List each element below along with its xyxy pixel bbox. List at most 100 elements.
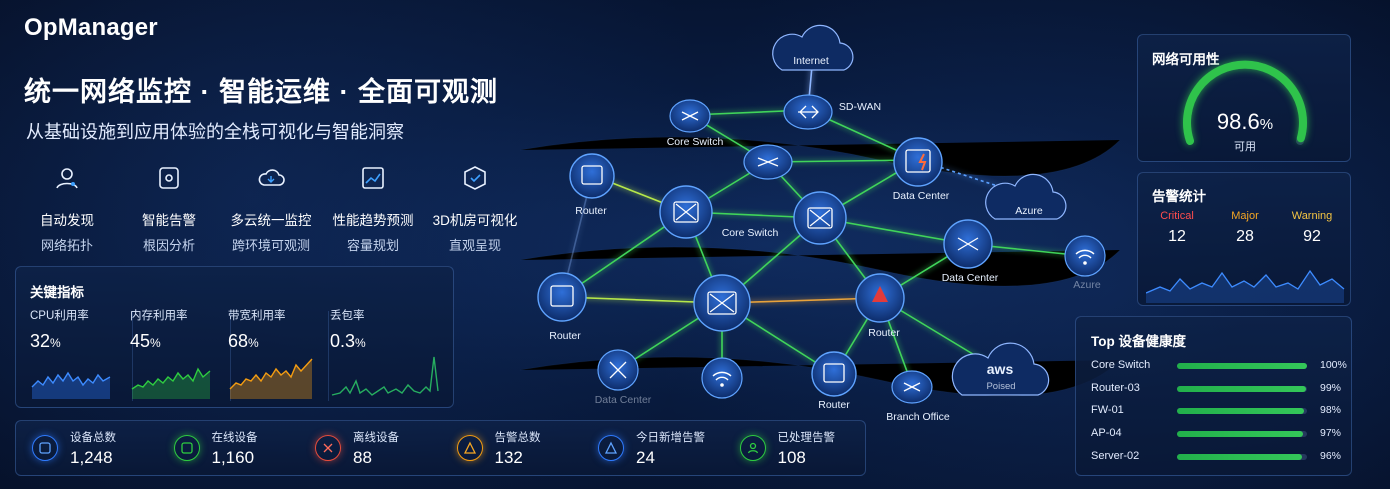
trend-chart-icon	[362, 167, 384, 189]
health-device-name: Router-03	[1091, 382, 1140, 394]
firewall-router-icon[interactable]	[855, 273, 905, 323]
health-percent: 97%	[1320, 427, 1342, 439]
stat-value: 88	[353, 447, 372, 467]
subheadline: 从基础设施到应用体验的全栈可视化与智能洞察	[26, 122, 404, 142]
branch-office-icon[interactable]	[891, 370, 933, 404]
feature-trend: 性能趋势预测 容量规划	[322, 162, 424, 254]
user-scan-icon	[56, 168, 78, 189]
wifi-ap-icon[interactable]	[1064, 235, 1106, 277]
azure-cloud-icon[interactable]	[985, 173, 1067, 220]
core-switch-icon[interactable]	[659, 185, 713, 239]
core-switch-icon[interactable]	[669, 99, 711, 133]
kpi-label: 带宽利用率	[228, 310, 286, 322]
health-row: Router-03 99%	[1091, 382, 1341, 396]
router-icon[interactable]	[569, 153, 615, 199]
stat-offline-devices: 离线设备 88	[315, 429, 441, 468]
node-label-azure-faded: Azure	[1073, 279, 1101, 291]
health-bar	[1177, 363, 1307, 369]
node-label-core-switch: Core Switch	[666, 136, 724, 148]
internet-cloud-icon[interactable]	[772, 24, 854, 71]
feature-subtitle: 根因分析	[142, 238, 195, 253]
feature-title: 智能告警	[142, 213, 196, 228]
node-label-branch-office: Branch Office	[886, 411, 950, 423]
feature-subtitle: 直观呈现	[448, 238, 501, 253]
sdwan-router-icon[interactable]	[783, 94, 833, 130]
stat-label: 今日新增告警	[636, 431, 705, 444]
alarm-trend-sparkline	[1146, 269, 1345, 303]
alarm-major: Major 28	[1214, 210, 1276, 246]
stat-label: 告警总数	[494, 431, 541, 444]
health-device-name: Server-02	[1091, 450, 1140, 462]
node-label-router: Router	[818, 399, 850, 411]
alarm-critical: Critical 12	[1146, 210, 1208, 246]
node-label-router: Router	[549, 330, 581, 342]
switch-icon[interactable]	[597, 349, 639, 391]
node-label-azure: Azure	[1015, 205, 1043, 217]
kpi-label: 内存利用率	[130, 310, 188, 322]
kpi-value: 32%	[30, 331, 61, 351]
health-row: AP-04 97%	[1091, 427, 1341, 441]
router-icon[interactable]	[537, 272, 587, 322]
router-icon[interactable]	[811, 351, 857, 397]
health-device-name: Core Switch	[1091, 359, 1151, 371]
stat-label: 设备总数	[70, 431, 116, 444]
kpi-sparkline	[229, 358, 313, 399]
feature-title: 多云统一监控	[230, 213, 312, 228]
switch-icon[interactable]	[743, 144, 793, 180]
stat-value: 132	[494, 447, 523, 467]
device-icon	[32, 435, 58, 461]
aws-cloud-icon[interactable]	[951, 342, 1050, 396]
kpi-value: 0.3%	[330, 331, 366, 351]
kpi-label: CPU利用率	[30, 310, 89, 322]
node-label-router: Router	[868, 327, 900, 339]
health-panel: Top 设备健康度 Core Switch 100% Router-03 99%…	[1075, 316, 1352, 476]
feature-subtitle: 网络拓扑	[40, 238, 93, 253]
node-label-aws-sub: Poised	[986, 381, 1016, 392]
health-bar	[1177, 454, 1302, 460]
new-alarm-icon	[598, 435, 624, 461]
alarm-label: Major	[1231, 210, 1259, 222]
kpi-value: 68%	[228, 331, 259, 351]
data-center-icon[interactable]	[893, 137, 943, 187]
kpi-sparkline	[31, 371, 111, 399]
wifi-ap-icon[interactable]	[701, 357, 743, 399]
resolved-alarm-icon	[739, 435, 766, 461]
feature-multicloud: 多云统一监控 跨环境可观测	[220, 162, 322, 254]
availability-panel: 网络可用性 98.6% 可用	[1137, 34, 1351, 162]
node-label-router: Router	[575, 205, 607, 217]
alarm-panel: 告警统计 Critical 12 Major 28 Warning 92	[1137, 172, 1351, 306]
kpi-value: 45%	[130, 331, 161, 351]
stat-value: 1,160	[211, 447, 255, 467]
feature-smart-alert: 智能告警 根因分析	[118, 162, 220, 254]
health-device-name: AP-04	[1091, 427, 1122, 439]
cloud-icon	[258, 169, 285, 186]
health-row: FW-01 98%	[1091, 404, 1341, 418]
kpi-title: 关键指标	[30, 285, 84, 300]
kpi-memory: 内存利用率 45%	[130, 307, 230, 402]
feature-row: 自动发现 网络拓扑 智能告警 根因分析 多云统一监控 跨环境可观测 性能趋势预测…	[16, 162, 526, 254]
health-percent: 98%	[1320, 404, 1342, 416]
core-switch-icon[interactable]	[693, 274, 751, 332]
node-label-data-center: Data Center	[941, 272, 999, 284]
alarm-title: 告警统计	[1152, 189, 1206, 204]
health-bar	[1177, 408, 1305, 414]
health-bar	[1177, 431, 1304, 437]
kpi-panel: 关键指标 CPU利用率 32% 内存利用率 45% 带宽利用率 68% 丢包率 …	[15, 266, 454, 408]
kpi-sparkline	[131, 367, 211, 399]
core-switch-icon[interactable]	[793, 191, 847, 245]
kpi-packet-loss: 丢包率 0.3%	[330, 307, 439, 402]
stat-label: 离线设备	[353, 431, 399, 444]
kpi-label: 丢包率	[330, 310, 365, 322]
headline: 统一网络监控 · 智能运维 · 全面可观测	[24, 77, 498, 107]
stat-value: 108	[777, 447, 806, 467]
alarm-warning: Warning 92	[1281, 210, 1343, 246]
alarm-value: 12	[1168, 228, 1186, 245]
feature-subtitle: 跨环境可观测	[231, 238, 310, 253]
brand-logo: OpManager	[24, 14, 158, 41]
stat-label: 在线设备	[211, 431, 258, 444]
data-center-icon[interactable]	[943, 219, 993, 269]
health-percent: 96%	[1320, 450, 1342, 462]
health-title: Top 设备健康度	[1091, 334, 1186, 349]
